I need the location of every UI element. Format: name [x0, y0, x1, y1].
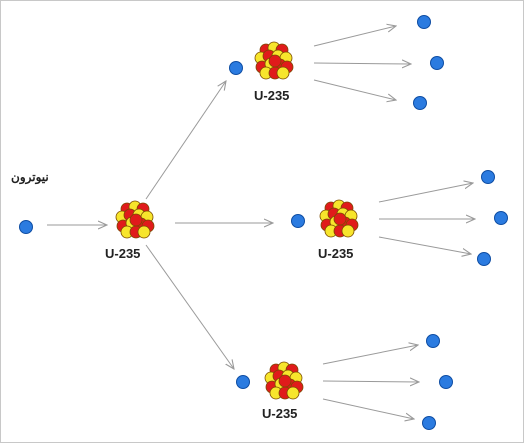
neutron-1c: [236, 375, 250, 389]
proton-14: [278, 374, 292, 388]
arrow-2b-1: [378, 183, 473, 203]
arrow-to-neutron-1c: [145, 244, 234, 369]
nucleus-label-1: U-235: [105, 246, 141, 261]
neutron-1a: [229, 61, 243, 75]
nucleus-2a: [254, 41, 294, 80]
incoming-neutron: [19, 220, 33, 234]
neutron-2b-1: [481, 170, 495, 184]
arrow-2c-2: [322, 381, 419, 382]
arrow-2c-1: [322, 345, 418, 365]
neutron-2a-1: [417, 15, 431, 29]
nucleon-13: [286, 386, 300, 400]
nucleus-label-2a: U-235: [254, 88, 290, 103]
nucleus-2b: [319, 199, 359, 238]
arrow-2b-3: [378, 236, 471, 254]
nucleus-1: [115, 200, 155, 239]
nucleus-2c: [264, 361, 304, 400]
arrow-2c-3: [322, 398, 414, 419]
neutron-1b: [291, 214, 305, 228]
arrow-2a-2: [313, 63, 411, 64]
arrow-2a-1: [313, 26, 396, 47]
neutron-2b-3: [477, 252, 491, 266]
neutron-2c-2: [439, 375, 453, 389]
nucleon-13: [276, 66, 290, 80]
nucleon-13: [137, 225, 151, 239]
arrow-2a-3: [313, 79, 396, 100]
nucleus-label-2b: U-235: [318, 246, 354, 261]
nucleus-label-2c: U-235: [262, 406, 298, 421]
proton-14: [129, 213, 143, 227]
neutron-2b-2: [494, 211, 508, 225]
neutron-2c-1: [426, 334, 440, 348]
proton-14: [333, 212, 347, 226]
proton-14: [268, 54, 282, 68]
neutron-2a-2: [430, 56, 444, 70]
neutron-2c-3: [422, 416, 436, 430]
neutron-label: نيوترون: [11, 170, 49, 184]
arrow-to-neutron-1a: [145, 81, 226, 200]
neutron-2a-3: [413, 96, 427, 110]
nucleon-13: [341, 224, 355, 238]
